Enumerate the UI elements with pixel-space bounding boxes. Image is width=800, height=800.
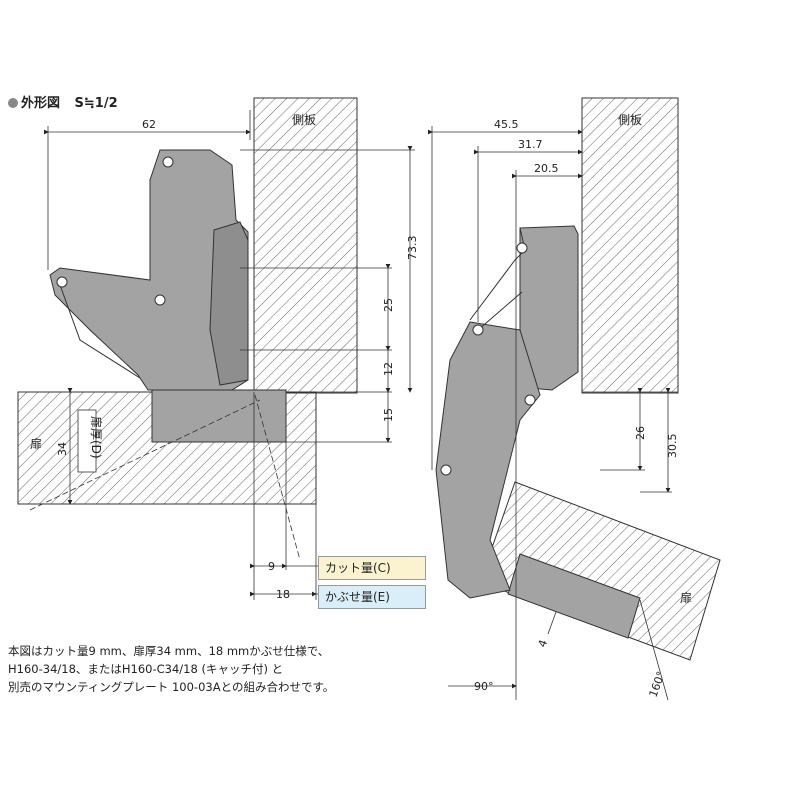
angle-90: 90° <box>474 680 494 693</box>
label-door-thickness: 扉厚(D) <box>89 416 103 459</box>
label-side-panel-left: 側板 <box>292 113 316 127</box>
description-note: 本図はカット量9 mm、扉厚34 mm、18 mmかぶせ仕様で、 H160-34… <box>8 642 428 696</box>
pivot-pin-4 <box>516 242 528 254</box>
dim-26: 26 <box>634 426 647 440</box>
pivot-pin-1 <box>162 156 174 168</box>
pivot-pin-6 <box>524 394 536 406</box>
hinge-cup-left <box>151 389 287 443</box>
hinge-arm-right <box>435 321 541 599</box>
hinge-cup-right <box>507 553 641 639</box>
dim-4: 4 <box>536 638 551 649</box>
bullet-icon <box>8 98 18 108</box>
dim-18: 18 <box>276 588 290 601</box>
dim-20-5: 20.5 <box>534 162 559 175</box>
pivot-pin-5 <box>472 324 484 336</box>
note-line-3: 別売のマウンティングプレート 100-03Aとの組み合わせです。 <box>8 680 335 694</box>
label-side-panel-right: 側板 <box>618 113 642 127</box>
dim-25: 25 <box>382 298 395 312</box>
dim-30-5: 30.5 <box>666 434 679 459</box>
dim-62: 62 <box>142 118 156 131</box>
note-line-1: 本図はカット量9 mm、扉厚34 mm、18 mmかぶせ仕様で、 <box>8 644 330 658</box>
pivot-pin-7 <box>440 464 452 476</box>
title-scale: S≒1/2 <box>74 96 118 111</box>
drawing-title: 外形図 S≒1/2 <box>8 92 118 111</box>
dim-45-5: 45.5 <box>494 118 519 131</box>
title-text: 外形図 <box>21 96 61 111</box>
dim-lines-left <box>29 110 415 600</box>
dim-9: 9 <box>268 560 275 573</box>
dim-12: 12 <box>382 362 395 376</box>
pivot-pin-3 <box>154 294 166 306</box>
label-door-left: 扉 <box>30 437 42 451</box>
note-line-2: H160-34/18、またはH160-C34/18 (キャッチ付) と <box>8 662 284 676</box>
angle-160: 160° <box>647 670 668 699</box>
dim-73-3: 73.3 <box>406 236 419 261</box>
side-panel-right <box>581 97 679 394</box>
overlay-amount-label: かぶせ量(E) <box>318 585 426 609</box>
dim-lines-right <box>428 126 678 701</box>
dim-15: 15 <box>382 408 395 422</box>
pivot-pin-2 <box>56 276 68 288</box>
dim-31-7: 31.7 <box>518 138 543 151</box>
label-door-right: 扉 <box>680 591 692 605</box>
dim-34: 34 <box>56 442 69 456</box>
hinge-arm-left <box>49 149 249 391</box>
cut-amount-label: カット量(C) <box>318 556 426 580</box>
side-panel-left <box>253 97 358 394</box>
